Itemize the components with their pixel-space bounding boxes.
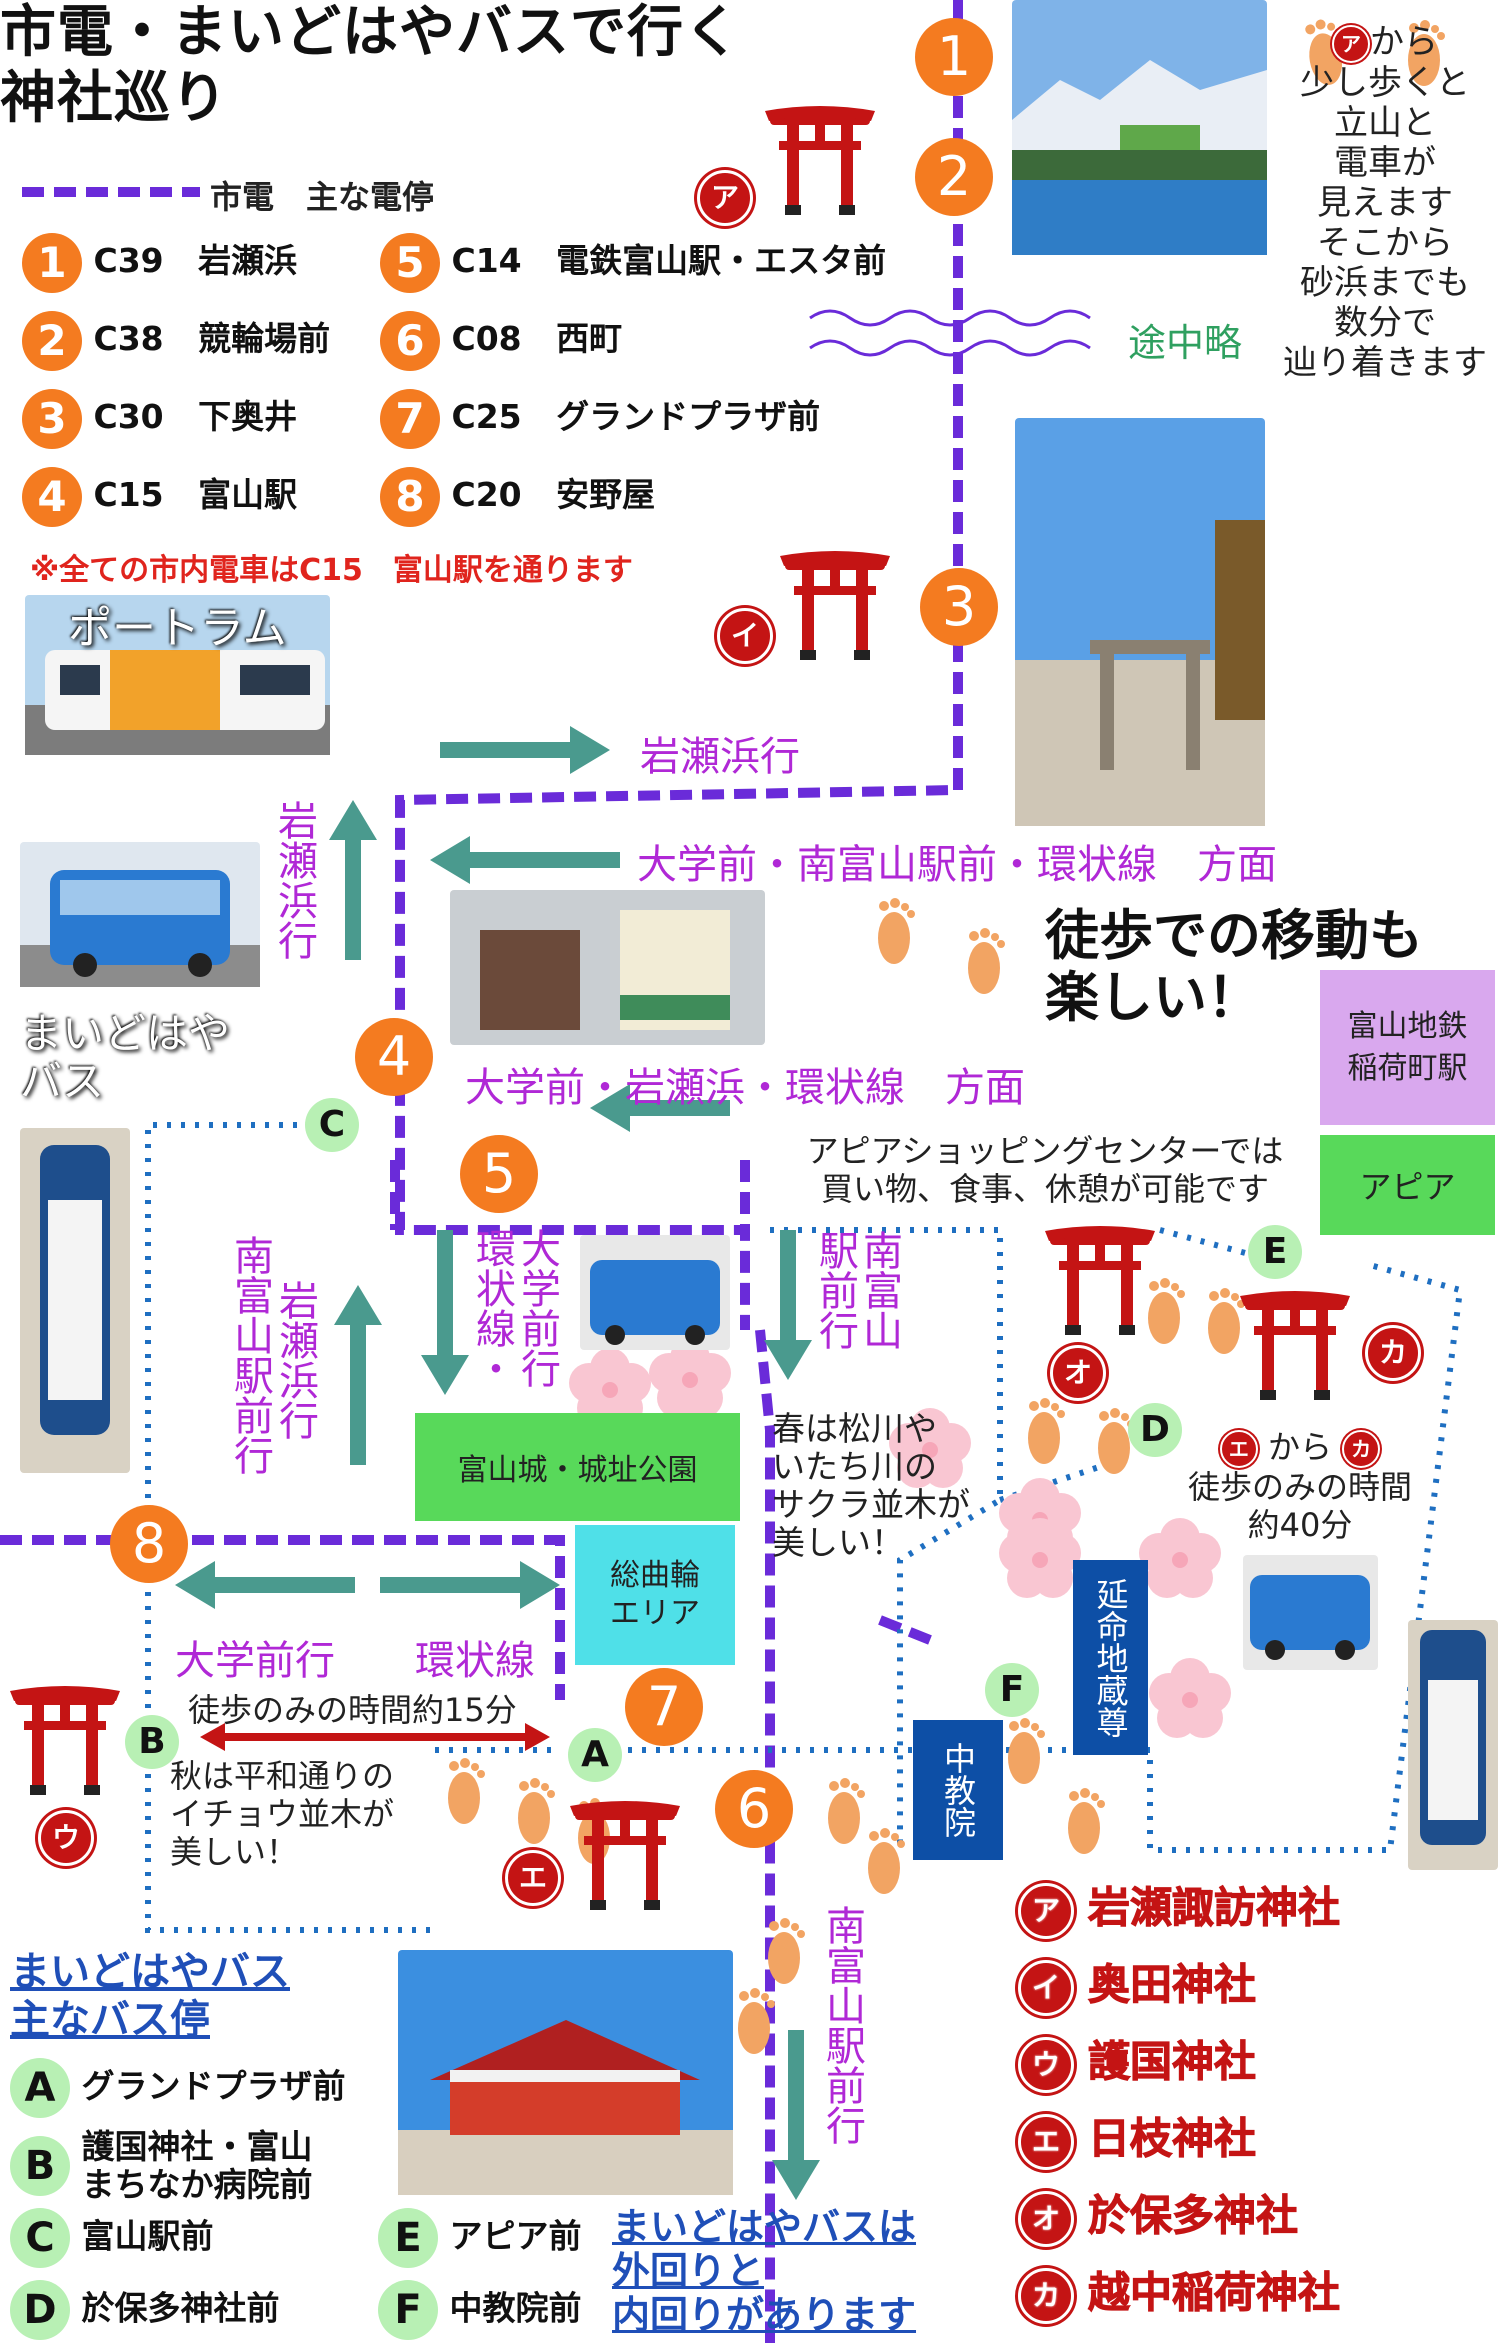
walk-15-arrow — [200, 1723, 550, 1751]
photo-bus — [20, 842, 260, 987]
tram-stop-row: 4 C15 富山駅 — [22, 462, 297, 528]
list-item: ア岩瀬諏訪神社 — [1018, 1878, 1341, 1939]
photo-tateyama — [1012, 0, 1267, 255]
shrine-badge-ka: カ — [1365, 1325, 1421, 1381]
dir-minami-v1: 南富山駅前行 — [227, 1235, 273, 1475]
photo-bus-right — [1243, 1555, 1378, 1670]
photo-maidohaya-bus — [580, 1235, 730, 1350]
list-item: オ於保多神社 — [1018, 2186, 1299, 2247]
sougawa-label: 総曲輪 エリア — [610, 1558, 700, 1631]
direction-arrows — [175, 726, 820, 2200]
dir-kanjo-v1: 環状線・ — [469, 1228, 515, 1388]
dir-minami-bottom-v: 南富山駅前行 — [819, 1905, 865, 2145]
list-item: C 富山駅前 — [10, 2208, 214, 2268]
route-stop-7: 7 — [625, 1668, 703, 1746]
photo-bus-stop-sign-right — [1408, 1620, 1498, 1870]
tram-stop-row: 1 C39 岩瀬浜 — [22, 228, 297, 294]
tram-stop-row: 8 C20 安野屋 — [380, 462, 655, 528]
shortcut-label: 途中略 — [1128, 321, 1243, 365]
list-item: A グランドプラザ前 — [10, 2058, 346, 2118]
tram-stop-row: 3 C30 下奥井 — [22, 384, 297, 450]
inarimachi-box — [1320, 970, 1495, 1125]
walking-fun-text: 徒歩での移動も 楽しい！ — [1045, 904, 1423, 1029]
spring-note: 春は松川や いたち川の サクラ並木が 美しい！ — [772, 1409, 970, 1562]
dir-minami-eki-v: 南富山駅前行 — [812, 1230, 902, 1350]
route-stop-8: 8 — [110, 1505, 188, 1583]
list-item: F 中教院前 — [378, 2280, 582, 2340]
apia-note: アピアショッピングセンターでは 買い物、食事、休憩が可能です — [806, 1132, 1284, 1208]
castle-label: 富山城・城址公園 — [457, 1453, 698, 1488]
walk-15-note: 徒歩のみの時間約15分 — [188, 1691, 517, 1729]
dir-daigaku-minami: 大学前・南富山駅前・環状線 方面 — [637, 842, 1277, 888]
shrine-badge-a: ア — [697, 170, 753, 226]
autumn-note: 秋は平和通りの イチョウ並木が 美しい！ — [170, 1757, 395, 1871]
dir-daigaku-mae: 大学前行 — [175, 1638, 335, 1684]
shrine-badge-u: ウ — [38, 1810, 94, 1866]
bus-note: まいどはやバスは 外回りと 内回りがあります — [612, 2205, 917, 2337]
bus-stop-a: A — [568, 1728, 622, 1782]
dir-iwasehama-vertical: 岩瀬浜行 — [271, 800, 317, 960]
list-item: E アピア前 — [378, 2208, 582, 2268]
bus-stop-c: C — [305, 1098, 359, 1152]
enmei-box — [1073, 1560, 1148, 1755]
tram-stop-row: 2 C38 競輪場前 — [22, 306, 330, 372]
route-stop-4: 4 — [355, 1018, 433, 1096]
walk-40-note: エ から カ 徒歩のみの時間 約40分 — [1187, 1428, 1412, 1544]
sougawa-box — [575, 1525, 735, 1665]
photo-portram — [25, 595, 330, 755]
portram-label: ポートラム — [68, 603, 287, 654]
list-item: ウ護国神社 — [1018, 2032, 1257, 2093]
legend-header: 市電 主な電停 — [210, 178, 435, 216]
tateyama-note: アから 少し歩くと 立山と 電車が 見えます そこから 砂浜までも 数分で 辿り… — [1283, 22, 1487, 383]
page-title: 市電・まいどはやバスで行く 神社巡り — [0, 0, 741, 131]
list-item: D 於保多神社前 — [10, 2280, 280, 2340]
dir-kanjosen: 環状線 — [415, 1638, 535, 1684]
photo-bus-stop-sign-left — [20, 1128, 130, 1473]
bus-stop-d: D — [1128, 1403, 1182, 1457]
dir-daigaku-v2: 大学前行 — [514, 1228, 560, 1388]
bus-stop-b: B — [125, 1715, 179, 1769]
chukyo-box — [913, 1720, 1003, 1860]
route-stop-1: 1 — [915, 18, 993, 96]
photo-tram-depot — [450, 890, 765, 1045]
tram-note: ※全ての市内電車はC15 富山駅を通ります — [30, 553, 633, 588]
bus-stop-e: E — [1248, 1225, 1302, 1279]
list-item: カ越中稲荷神社 — [1018, 2263, 1341, 2324]
tram-route — [0, 0, 963, 2343]
castle-box — [415, 1413, 740, 1521]
list-item: イ奥田神社 — [1018, 1955, 1257, 2016]
enmei-label: 延命地蔵尊 — [1091, 1577, 1130, 1738]
route-stop-2: 2 — [915, 138, 993, 216]
shrine-badge-e: エ — [505, 1850, 561, 1906]
apia-label: アピア — [1359, 1168, 1456, 1206]
tram-stop-row: 5 C14 電鉄富山駅・エスタ前 — [380, 228, 886, 294]
inarimachi-label: 富山地鉄 稲荷町駅 — [1347, 1008, 1468, 1086]
wavy-lines — [809, 309, 1091, 357]
dir-iwase-v2: 岩瀬浜行 — [272, 1280, 318, 1440]
bus-photo-label: まいどはや バス — [20, 1009, 231, 1106]
list-item: B 護国神社・富山 まちなか病院前 — [10, 2128, 313, 2204]
dir-daigaku-iwase: 大学前・岩瀬浜・環状線 方面 — [465, 1065, 1025, 1111]
tram-stop-row: 6 C08 西町 — [380, 306, 622, 372]
photo-okuda-shrine — [1015, 418, 1265, 826]
photo-hie-shrine — [398, 1950, 733, 2195]
tram-stop-row: 7 C25 グランドプラザ前 — [380, 384, 820, 450]
chukyo-label: 中教院 — [939, 1742, 977, 1838]
shrine-badge-o: オ — [1050, 1345, 1106, 1401]
apia-box — [1320, 1135, 1495, 1235]
route-stop-6: 6 — [715, 1770, 793, 1848]
bus-stop-f: F — [985, 1663, 1039, 1717]
shrine-badge-i: イ — [717, 608, 773, 664]
route-stop-5: 5 — [460, 1135, 538, 1213]
route-stop-3: 3 — [920, 568, 998, 646]
bus-stops-header: まいどはやバス 主なバス停 — [10, 1949, 290, 2043]
dir-iwasehama: 岩瀬浜行 — [640, 734, 800, 780]
list-item: エ日枝神社 — [1018, 2109, 1257, 2170]
